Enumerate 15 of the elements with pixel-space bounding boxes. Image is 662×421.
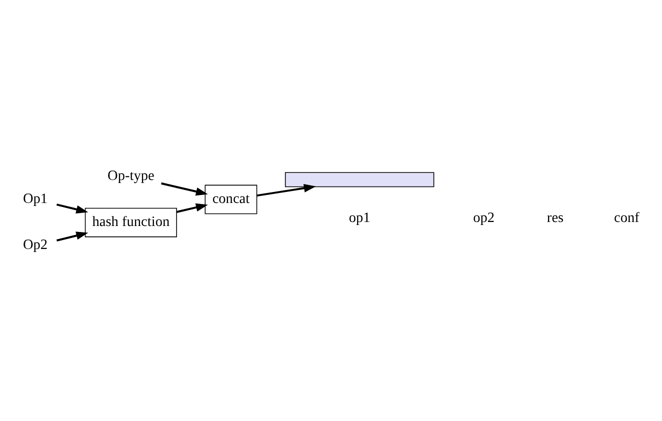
node-bar (284, 172, 434, 187)
arrow (161, 182, 208, 196)
label: op2 (473, 210, 495, 226)
arrow (56, 231, 88, 241)
node-text: Op1 (22, 190, 48, 206)
label: res (546, 210, 564, 226)
node-box: hash function (84, 207, 177, 237)
node-box: concat (204, 184, 258, 214)
arrow (176, 202, 208, 212)
node-text: Op-type (108, 167, 154, 184)
arrow (256, 184, 316, 196)
label: op1 (348, 210, 370, 226)
label: conf (614, 210, 640, 226)
arrow (56, 203, 88, 213)
node-text: Op2 (22, 236, 48, 253)
